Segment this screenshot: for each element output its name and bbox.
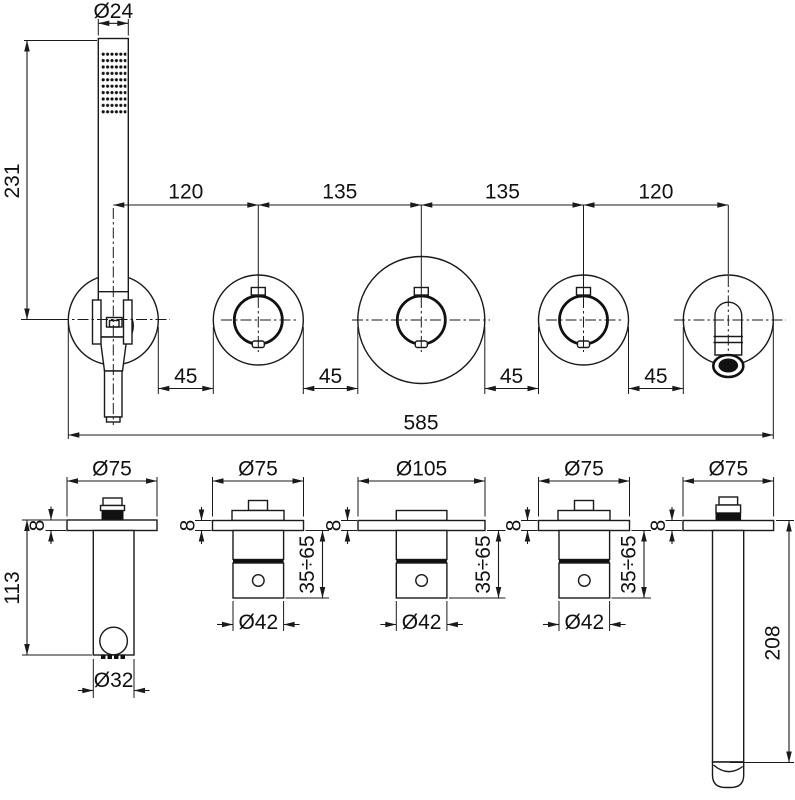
dim-thermostat-diameter: Ø42 [402,611,442,634]
escutcheon-side [395,509,448,522]
dim-plate-3-diameter: Ø105 [396,458,447,481]
front-dimensions: Ø24 231 120 135 135 120 [1,0,774,439]
dim-spacing-2: 135 [322,181,357,204]
dim-plate-1-thickness: 8 [26,520,49,532]
handle-grip [395,562,448,599]
spray-face-dots [100,50,127,115]
connection-stub [247,499,269,512]
dim-spacing-1: 120 [168,181,203,204]
control-handle-2-front [537,205,630,366]
dim-spacing-3: 135 [485,181,520,204]
dim-plate-1-diameter: Ø75 [92,458,132,481]
handshower-holder-side: Ø75 8 113 Ø32 [1,458,158,698]
spout-outlet-hole [718,358,739,373]
holder-clip-left [91,299,102,345]
wall-plate-4 [537,519,631,532]
handle-button [577,574,591,588]
holder-clip-top [102,497,123,507]
dim-handle-2-diameter: Ø42 [564,611,604,634]
handle-button [415,574,429,588]
escutcheon-side [231,509,285,522]
wall-plate-3 [357,519,486,532]
dim-plate-5-thickness: 8 [647,520,670,532]
spout-side: Ø75 8 208 [647,458,794,789]
dim-handshower-height: 231 [1,163,24,198]
dim-handshower-diameter: Ø24 [93,0,133,23]
connection-stub [573,499,595,512]
wall-plate-5 [682,519,775,532]
spout-nose [714,301,743,356]
handle-base [558,529,611,561]
dim-gap-3: 45 [500,365,523,388]
dim-holder-projection: 113 [1,571,24,604]
connection-stub [718,496,739,506]
dim-handle-1-projection: 35÷65 [296,535,319,593]
holder-clip-right [122,299,133,345]
handle-grip [232,562,285,599]
dim-gap-4: 45 [644,365,667,388]
dim-plate-2-thickness: 8 [177,520,200,532]
handle-1-side: Ø75 8 35÷65 Ø42 [177,458,329,634]
handle-grip [558,562,611,599]
thermostat-control-front [352,205,490,385]
dim-spacing-4: 120 [638,181,673,204]
spout-front [674,205,786,379]
handle-base [395,529,448,561]
thermostat-side: Ø105 8 35÷65 Ø42 [323,458,506,634]
dim-handle-2-projection: 35÷65 [618,535,641,593]
spout-end-cap [711,761,745,789]
dim-overall-width: 585 [403,412,438,435]
dim-spout-projection: 208 [762,625,785,660]
spout-tube [711,529,745,763]
dim-holder-end-diameter: Ø32 [94,669,134,692]
handle-button [251,574,265,588]
dim-plate-4-thickness: 8 [503,520,526,532]
handshower-ball-end [99,626,129,656]
dim-gap-1: 45 [174,365,197,388]
handle-base [232,529,285,561]
dim-plate-4-diameter: Ø75 [564,458,604,481]
escutcheon-side [557,509,611,522]
control-handle-1-front [212,205,304,366]
dim-plate-2-diameter: Ø75 [238,458,278,481]
dim-gap-2: 45 [319,365,342,388]
side-view-row: Ø75 8 113 Ø32 [1,458,794,789]
wall-plate-1 [66,519,158,532]
dim-thermostat-projection: 35÷65 [472,535,495,593]
wall-plate-2 [211,519,305,532]
dim-plate-3-thickness: 8 [323,520,346,532]
front-view: Ø24 231 120 135 135 120 [1,0,786,439]
handle-2-side: Ø75 8 35÷65 Ø42 [503,458,651,634]
dim-plate-5-diameter: Ø75 [708,458,748,481]
dim-handle-1-diameter: Ø42 [238,611,278,634]
handshower-assembly-front [21,37,170,425]
